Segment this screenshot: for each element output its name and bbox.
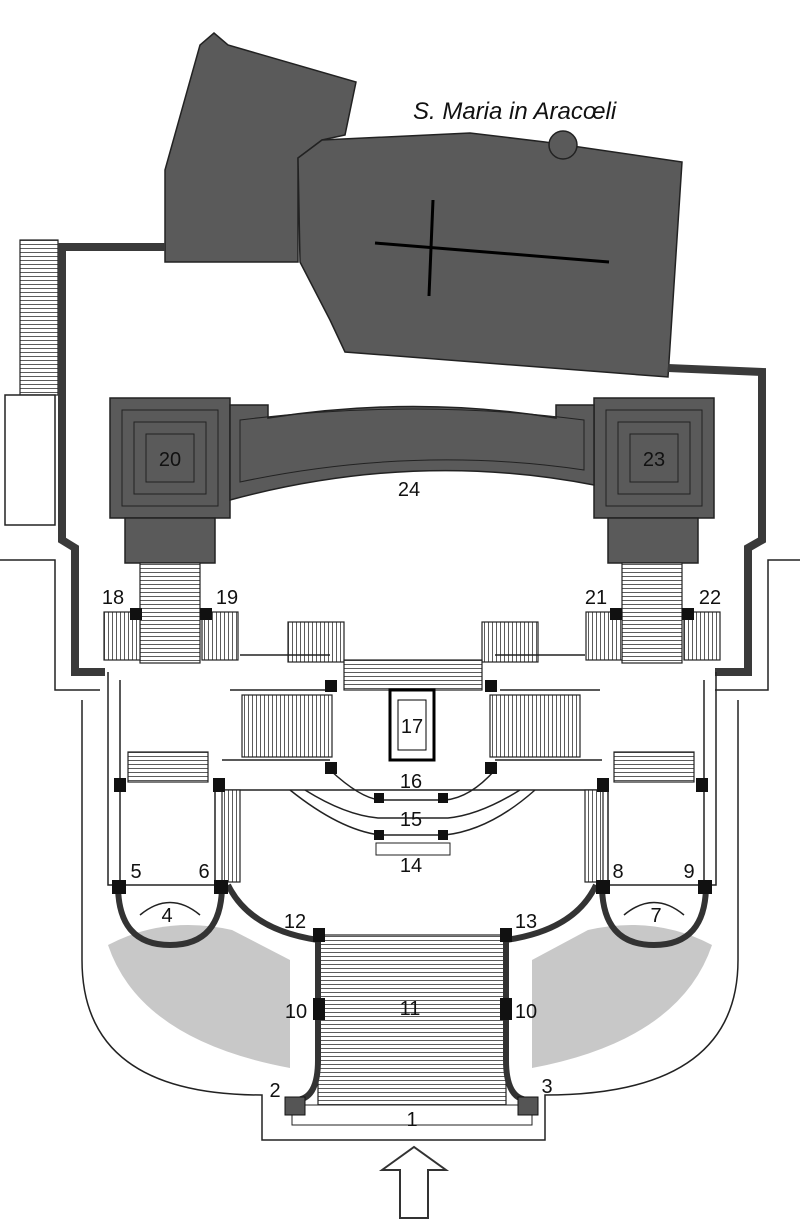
arch-passage-24 [229,404,595,501]
enclosure-wall [58,243,766,676]
label-21: 21 [585,587,607,609]
label-24: 24 [398,479,420,501]
stair-flank [683,611,721,661]
label-1: 1 [406,1109,417,1131]
stair-mid-right [489,694,581,758]
garden-left [108,925,290,1068]
label-19: 19 [216,587,238,609]
tower-20 [109,397,231,564]
feature-17 [388,688,436,762]
cordonata-ramp-11 [317,934,507,1106]
garden-right [532,925,712,1068]
church-apse [548,130,578,160]
plan-labels: 1 2 3 4 5 6 7 8 9 10 10 11 12 13 14 15 1… [102,449,721,1131]
label-8: 8 [612,861,623,883]
label-2: 2 [269,1080,280,1102]
stair-wing-left-side [221,789,241,883]
label-11: 11 [400,998,421,1020]
label-18: 18 [102,587,124,609]
label-10-left: 10 [285,1001,307,1023]
stair-upper-right [481,621,539,663]
stair-left-tower [139,562,201,664]
label-23: 23 [643,449,665,471]
cross-mark [374,241,610,264]
stair-wing-right-side [584,789,604,883]
stair-mid-left [241,694,333,758]
label-5: 5 [130,861,141,883]
church-santa-maria-in-aracoeli [164,32,683,378]
stair-upper-left [287,621,345,663]
piers [112,608,712,1116]
step-14 [375,842,451,856]
label-12: 12 [284,911,306,933]
label-22: 22 [699,587,721,609]
label-13: 13 [515,911,537,933]
label-10-right: 10 [515,1001,537,1023]
piazza-outline [0,559,800,1141]
side-staircase [19,239,59,396]
church-annex [164,32,357,263]
label-14: 14 [400,855,422,877]
label-4: 4 [161,905,172,927]
terrace-ramps [289,769,536,836]
stair-upper-center [343,659,483,691]
stair-wing-left [127,751,209,783]
side-landing [4,394,56,526]
tower-23 [593,397,715,564]
label-17: 17 [401,716,423,738]
entrance-arrow-icon [378,1145,450,1219]
label-7: 7 [650,905,661,927]
church-title: S. Maria in Aracœli [413,98,617,125]
stair-right-tower [621,562,683,664]
label-6: 6 [198,861,209,883]
stair-wing-right [613,751,695,783]
church-nave [297,132,683,378]
label-16: 16 [400,771,422,793]
label-15: 15 [400,809,422,831]
label-20: 20 [159,449,181,471]
label-3: 3 [541,1076,552,1098]
label-9: 9 [683,861,694,883]
